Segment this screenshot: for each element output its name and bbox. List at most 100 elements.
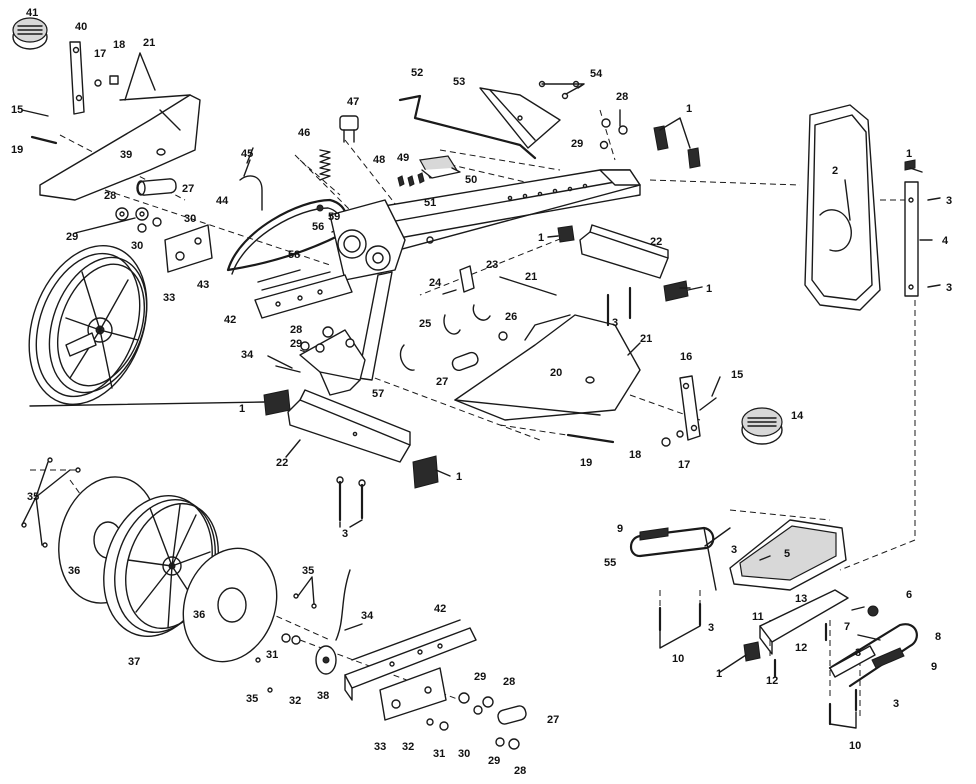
callout-31-left: 31: [266, 649, 278, 661]
callout-48: 48: [373, 154, 385, 166]
cap-1-left: [263, 389, 291, 416]
bolt-3-seat-a: [927, 197, 941, 201]
callout-28-lower-a: 28: [503, 676, 515, 688]
spacer-27-middle: [451, 351, 479, 372]
hubcap-36-right: [182, 547, 278, 663]
callout-54: 54: [590, 68, 603, 80]
callout-33: 33: [163, 292, 175, 304]
callout-1-seat: 1: [906, 148, 912, 160]
clips-25: [399, 304, 491, 371]
callout-36-left: 36: [68, 565, 80, 577]
callout-53: 53: [453, 76, 465, 88]
frame-11: [759, 589, 849, 655]
callout-41: 41: [26, 7, 38, 19]
callout-1-left-tube: 1: [538, 232, 544, 244]
fasteners-48-49: [397, 172, 425, 187]
shield-39-part: [39, 94, 201, 201]
callout-28-mid: 28: [290, 324, 302, 336]
spacer-27-upper: [136, 178, 177, 196]
bolt-3-seat-b: [927, 284, 941, 288]
pin-45: [246, 147, 254, 164]
callout-7: 7: [844, 621, 850, 633]
bolt-15: [21, 109, 49, 117]
callout-39: 39: [120, 149, 132, 161]
callout-45: 45: [241, 148, 253, 160]
callout-44: 44: [216, 195, 229, 207]
washers-31-32: [281, 633, 301, 645]
fastener-17-18: [94, 75, 119, 87]
callout-30-lower: 30: [458, 748, 470, 760]
gearbox-56-58: [316, 199, 406, 281]
callout-18: 18: [113, 39, 125, 51]
callout-1-lower: 1: [456, 471, 462, 483]
handle-8-lower: [828, 623, 918, 688]
callout-43: 43: [197, 279, 209, 291]
callout-14: 14: [791, 410, 804, 422]
callout-3-right: 3: [612, 317, 618, 329]
callout-28-top: 28: [616, 91, 628, 103]
callout-34-upper: 34: [241, 349, 254, 361]
tube-22-left: [287, 389, 439, 489]
callout-29-lower-a: 29: [474, 671, 486, 683]
callout-56: 56: [312, 221, 324, 233]
callout-20: 20: [550, 367, 562, 379]
callout-21-right: 21: [640, 333, 652, 345]
cap-1-seat: [904, 159, 916, 171]
callout-29: 29: [66, 231, 78, 243]
callout-3-bottom-right: 3: [893, 698, 899, 710]
plate-33-upper: [164, 224, 213, 273]
callout-42-upper: 42: [224, 314, 236, 326]
bolts-10-12: [658, 602, 858, 726]
hub-38-axle: [315, 569, 351, 675]
frame-arm-42-lower: [344, 619, 477, 701]
callout-58: 58: [288, 249, 300, 261]
cap-1-lower-right: [743, 641, 761, 662]
callout-40: 40: [75, 21, 87, 33]
callout-46: 46: [298, 127, 310, 139]
callout-27-mid: 27: [436, 376, 448, 388]
bolt-34-lower: [344, 623, 363, 631]
bolt-15-right: [699, 397, 717, 411]
callout-28-lower-b: 28: [514, 765, 526, 777]
callout-37: 37: [128, 656, 140, 668]
callout-16: 16: [680, 351, 692, 363]
bolt-19: [30, 135, 58, 145]
callout-3-handle: 3: [731, 544, 737, 556]
pad-50: [419, 155, 461, 179]
callout-3-seat-top: 3: [946, 195, 952, 207]
callout-27-lower: 27: [547, 714, 559, 726]
callout-9-upper: 9: [617, 523, 623, 535]
cap-1-upper-a: [653, 125, 669, 151]
lower-bracket-assembly: [267, 326, 366, 396]
bolt-19-lower: [566, 433, 615, 444]
callout-51: 51: [424, 197, 436, 209]
callout-38: 38: [317, 690, 329, 702]
seat-back-2: [804, 104, 881, 311]
callout-6: 6: [906, 589, 912, 601]
bolts-3-lower-left: [336, 476, 366, 522]
callout-12-a: 12: [795, 642, 807, 654]
callout-19-lower: 19: [580, 457, 592, 469]
callout-26: 26: [505, 311, 517, 323]
bolt-24: [442, 289, 457, 295]
callout-3-bolt: 3: [708, 622, 714, 634]
callout-3-seat-bottom: 3: [946, 282, 952, 294]
plate-33-lower: [379, 667, 447, 721]
callout-21: 21: [143, 37, 155, 49]
callout-24: 24: [429, 277, 442, 289]
callout-33-lower: 33: [374, 741, 386, 753]
callout-32-left: 32: [289, 695, 301, 707]
callout-30: 30: [184, 213, 196, 225]
pedal-41-part: [12, 17, 48, 50]
callout-19: 19: [11, 144, 23, 156]
callout-55: 55: [604, 557, 616, 569]
callout-1-left: 1: [239, 403, 245, 415]
callout-50: 50: [465, 174, 477, 186]
hardware-lower-stack: [426, 692, 520, 750]
callout-36-right: 36: [193, 609, 205, 621]
callout-8: 8: [935, 631, 941, 643]
callout-5: 5: [784, 548, 790, 560]
callout-22-right: 22: [650, 236, 662, 248]
